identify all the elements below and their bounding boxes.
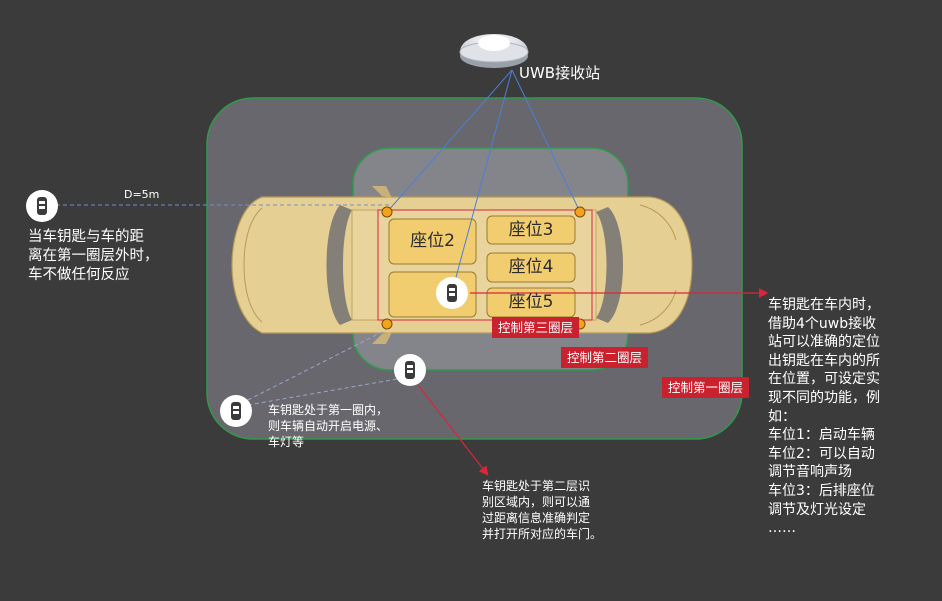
key-layer1-line-b [247, 377, 404, 406]
seat-4-label: 座位4 [508, 257, 554, 277]
seat-3-shape [486, 215, 576, 245]
uwb-station-icon [459, 34, 529, 68]
signal-line-3 [451, 69, 513, 293]
note-inside: 车钥匙在车内时， 借助4个uwb接收 站可以准确的定位 出钥匙在车内的所 在位置… [768, 297, 880, 537]
uwb-anchor-3 [381, 318, 393, 330]
uwb-anchor-1 [381, 206, 393, 218]
uwb-station-label: UWB接收站 [519, 64, 601, 82]
distance-label: D=5m [124, 188, 160, 201]
car-key-icon [394, 354, 426, 386]
note-outside: 当车钥匙与车的距 离在第一圈层外时， 车不做任何反应 [28, 229, 159, 283]
zone-layer3 [377, 209, 593, 321]
signal-line-2 [511, 69, 581, 213]
seat-3-label: 座位3 [508, 220, 554, 240]
uwb-anchor-2 [574, 206, 586, 218]
note-layer1: 车钥匙处于第一圈内， 则车辆自动开启电源、 车灯等 [268, 403, 389, 449]
signal-line-1 [386, 69, 513, 213]
car-key-icon [220, 395, 252, 427]
seat-2-shape [388, 218, 477, 265]
key-layer1-line-a [247, 329, 387, 401]
badge-layer3: 控制第三圈层 [492, 317, 580, 338]
seat-2-label: 座位2 [410, 231, 455, 251]
car-key-icon [436, 277, 468, 309]
arrow-layer2 [417, 384, 489, 476]
badge-layer2: 控制第二圈层 [561, 347, 649, 368]
car-key-icon [26, 190, 58, 222]
seat-4-shape [486, 252, 576, 283]
badge-layer1: 控制第一圈层 [662, 377, 750, 398]
seat-5-label: 座位5 [508, 292, 554, 312]
note-layer2: 车钥匙处于第二层识 别区域内，则可以通 过距离信息准确判定 并打开所对应的车门。 [482, 479, 603, 541]
